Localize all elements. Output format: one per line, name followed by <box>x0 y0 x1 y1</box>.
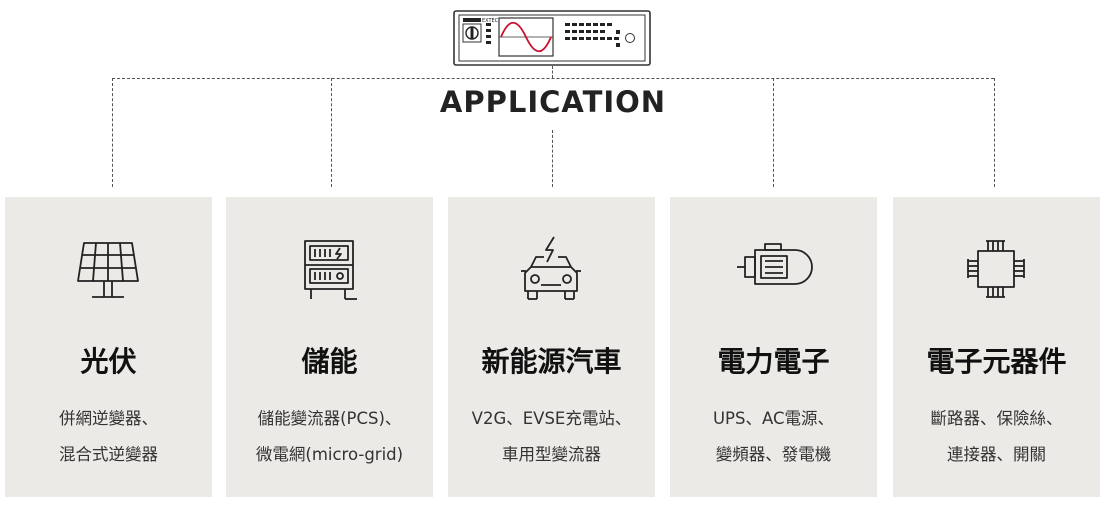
chip-icon <box>967 240 1025 298</box>
card-desc-line-1: 斷路器、保險絲、 <box>930 409 1063 428</box>
card-title: 電子元器件 <box>926 345 1067 378</box>
connector-horizontal <box>112 78 994 79</box>
application-title: APPLICATION <box>439 85 667 119</box>
energy-storage-icon <box>304 240 357 300</box>
power-supply-device-image: EXTECH <box>453 10 651 66</box>
connector-device-stem <box>552 66 553 78</box>
card-desc-line-1: 儲能變流器(PCS)、 <box>257 409 402 428</box>
card-desc-line-2: 混合式逆變器 <box>59 445 158 464</box>
card-power-electronics: 電力電子 UPS、AC電源、 變頻器、發電機 <box>670 197 877 497</box>
card-title: 儲能 <box>301 345 358 378</box>
card-electronic-components: 電子元器件 斷路器、保險絲、 連接器、開關 <box>893 197 1100 497</box>
card-title: 光伏 <box>80 345 137 378</box>
connector-branch-5 <box>994 78 995 187</box>
card-ev: 新能源汽車 V2G、EVSE充電站、 車用型變流器 <box>448 197 655 497</box>
card-desc-line-1: UPS、AC電源、 <box>712 409 835 428</box>
card-title: 新能源汽車 <box>481 345 622 378</box>
card-solar: 光伏 併網逆變器、 混合式逆變器 <box>5 197 212 497</box>
connector-branch-3 <box>552 130 553 187</box>
card-desc-line-2: 變頻器、發電機 <box>715 445 832 464</box>
card-desc-line-2: 連接器、開關 <box>947 445 1046 464</box>
solar-panel-icon <box>77 242 139 298</box>
connector-branch-1 <box>112 78 113 187</box>
card-desc-line-1: 併網逆變器、 <box>59 409 158 428</box>
connector-branch-2 <box>331 78 332 187</box>
card-desc-line-2: 微電網(micro-grid) <box>255 445 404 464</box>
motor-icon <box>737 243 813 285</box>
card-storage: 儲能 儲能變流器(PCS)、 微電網(micro-grid) <box>226 197 433 497</box>
electric-car-icon <box>521 236 581 300</box>
connector-branch-4 <box>773 78 774 187</box>
card-desc-line-2: 車用型變流器 <box>502 445 601 464</box>
connector-lines <box>0 0 1106 200</box>
device-brand-label: EXTECH <box>482 18 502 24</box>
card-desc-line-1: V2G、EVSE充電站、 <box>471 409 632 428</box>
card-title: 電力電子 <box>717 345 830 378</box>
